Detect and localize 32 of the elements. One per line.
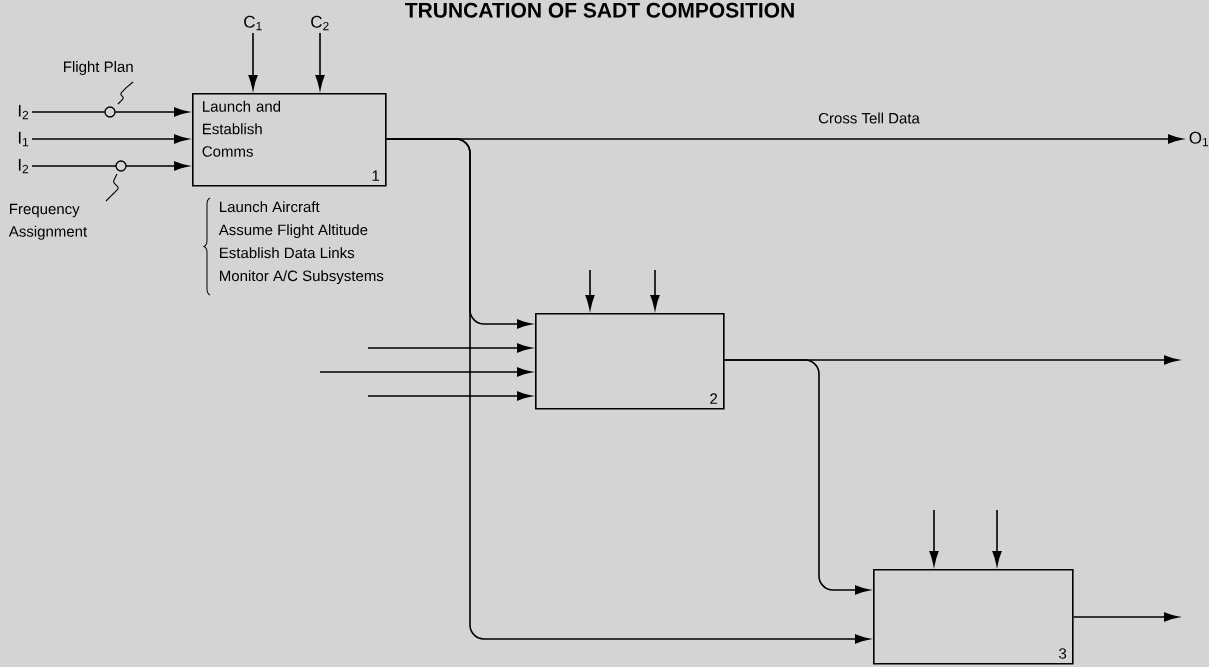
activity-list: Launch Aircraft Assume Flight Altitude Establish Data Links Monitor A/C Subsystems	[203, 197, 384, 296]
process-box: 2	[535, 313, 725, 410]
arrow	[723, 359, 870, 595]
process-box: Launch and Establish Comms 1	[192, 93, 387, 187]
arrow-label: I$_{2}$	[18, 104, 29, 120]
node-label: Establish Data Links	[220, 247, 355, 259]
arrow-label: O$_{1}$	[1189, 131, 1209, 147]
arrow	[385, 138, 870, 644]
arrow	[319, 367, 532, 377]
arrow-label: C$_{1}$	[244, 15, 262, 31]
arrow	[31, 134, 189, 144]
edge-label: Flight Plan	[64, 61, 134, 118]
node-label: Launch Aircraft	[220, 201, 320, 213]
arrow-label: C$_{2}$	[311, 15, 329, 31]
edge-label: Cross Tell Data	[818, 112, 920, 124]
arrow	[992, 509, 1002, 566]
arrow	[585, 269, 595, 310]
arrow	[31, 161, 189, 171]
node-label: Assume Flight Altitude	[218, 224, 368, 239]
arrow	[367, 391, 532, 401]
arrow	[248, 32, 258, 90]
title: TRUNCATION OF SADT COMPOSITION	[405, 2, 794, 18]
arrow	[367, 343, 532, 353]
process-box: 3	[873, 569, 1074, 665]
arrow	[315, 32, 325, 90]
arrow-label: I$_{1}$	[18, 131, 29, 147]
arrow	[1072, 612, 1179, 622]
arrow-label: I$_{2}$	[18, 158, 29, 174]
node-label: Monitor A/C Subsystems	[220, 270, 384, 285]
arrow	[929, 509, 939, 566]
arrow	[31, 107, 189, 117]
arrow	[650, 269, 660, 310]
